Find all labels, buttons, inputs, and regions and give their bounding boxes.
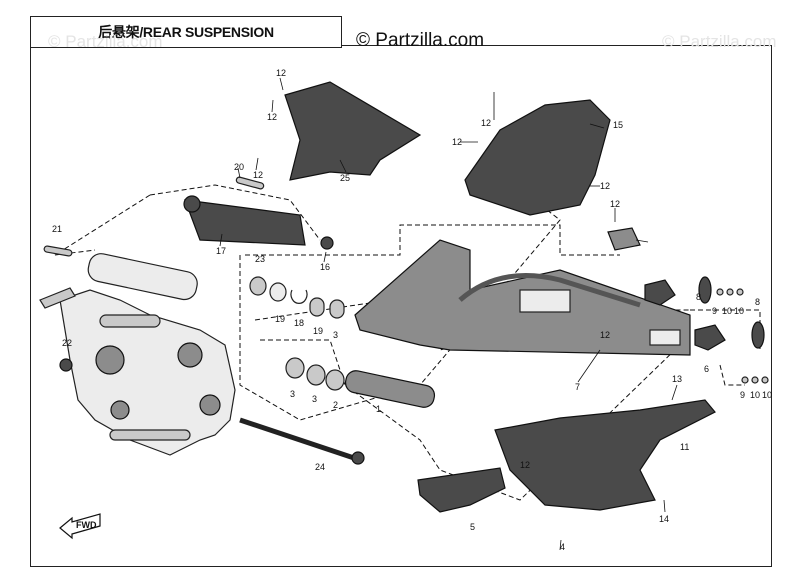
- bushing-3a: [285, 357, 305, 379]
- callout: 18: [294, 318, 304, 328]
- fwd-label: FWD: [76, 520, 97, 530]
- pivot-sleeve-1: [344, 370, 436, 408]
- nut-20: [59, 358, 73, 372]
- callout: 3: [290, 389, 295, 399]
- callout: 3: [312, 394, 317, 404]
- callout: 10: [722, 306, 732, 316]
- callout: 14: [659, 514, 669, 524]
- callout: 10: [734, 306, 744, 316]
- bushing-2: [325, 369, 345, 391]
- seal-22: [249, 276, 267, 296]
- callout: 12: [520, 460, 530, 470]
- bushing-3b: [306, 364, 326, 386]
- assembly-line: [719, 364, 745, 386]
- frame-bracket: [39, 287, 236, 456]
- callout: 24: [315, 462, 325, 472]
- callout: 1: [376, 404, 381, 414]
- bracket-25: [607, 227, 641, 251]
- callout: 10: [762, 390, 772, 400]
- callout: 12: [253, 170, 263, 180]
- brand-label: © Partzilla.com: [356, 30, 485, 51]
- rear-fender: [464, 99, 611, 216]
- assembly-line: [260, 339, 681, 501]
- callout: 8: [696, 292, 701, 302]
- callout: 13: [672, 374, 682, 384]
- callout: 19: [313, 326, 323, 336]
- bolt-19a: [43, 245, 73, 257]
- callout: 12: [600, 181, 610, 191]
- callout: 20: [234, 162, 244, 172]
- callout: 7: [575, 382, 580, 392]
- callout: 12: [600, 330, 610, 340]
- chain-guard-lower: [494, 399, 716, 511]
- assembly-line: [245, 224, 620, 256]
- callout: 12: [267, 112, 277, 122]
- callout: 23: [255, 254, 265, 264]
- diagram-frame: [30, 45, 772, 567]
- bolt-19b: [235, 176, 265, 190]
- callout: 12: [481, 118, 491, 128]
- callout: 17: [216, 246, 226, 256]
- callout: 21: [52, 224, 62, 234]
- assembly-line: [149, 184, 321, 241]
- callout-labels: 12 12 12 25 20 12 12 15 12 12 17 16 21 2…: [52, 68, 772, 552]
- callout: 3: [333, 330, 338, 340]
- callout: 6: [704, 364, 709, 374]
- shock-absorber: [87, 195, 306, 301]
- nut-14: [320, 236, 334, 250]
- pivot-bolt: [239, 417, 365, 465]
- callout: 2: [333, 400, 338, 410]
- diagram-title: 后悬架/REAR SUSPENSION: [98, 24, 274, 40]
- assembly-line: [54, 194, 151, 256]
- callout: 4: [560, 542, 565, 552]
- callout: 9: [712, 306, 717, 316]
- callout: 19: [275, 314, 285, 324]
- callout: 5: [470, 522, 475, 532]
- callout: 9: [740, 390, 745, 400]
- callout: 16: [320, 262, 330, 272]
- fwd-arrow: FWD: [59, 513, 101, 540]
- callout: 15: [613, 120, 623, 130]
- bushing-3: [329, 299, 345, 319]
- watermark-right: © Partzilla.com: [662, 32, 777, 51]
- callout: 12: [452, 137, 462, 147]
- swingarm: [354, 239, 691, 356]
- axle-adjuster: [644, 276, 769, 384]
- callout: 8: [755, 297, 760, 307]
- callout: 12: [276, 68, 286, 78]
- title-box: 后悬架/REAR SUSPENSION: [30, 16, 342, 48]
- chain-slider: [417, 467, 506, 513]
- callout-leaders: [219, 77, 678, 551]
- callout: 11: [680, 442, 689, 452]
- chain-guard-upper: [284, 81, 422, 181]
- circlip-17: [290, 289, 308, 304]
- callout: 25: [340, 173, 350, 183]
- watermark-left: © Partzilla.com: [48, 32, 163, 51]
- washer-18: [269, 282, 287, 302]
- spacer-16: [309, 297, 325, 317]
- callout: 10: [750, 390, 760, 400]
- callout: 12: [610, 199, 620, 209]
- callout: 22: [62, 338, 72, 348]
